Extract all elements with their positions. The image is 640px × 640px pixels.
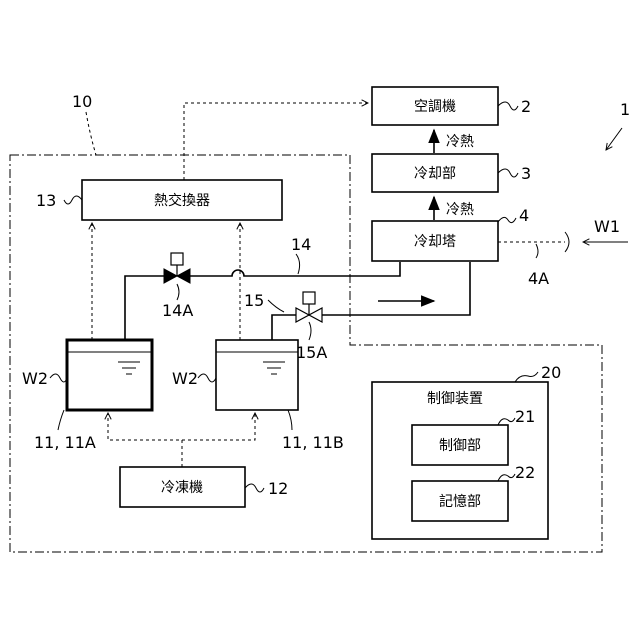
refrigerator-to-tank-right (182, 413, 255, 440)
cold-heat-label-lower: 冷熱 (446, 202, 474, 218)
valve-14a (164, 253, 190, 283)
valve-15a-leader (309, 322, 311, 340)
tank-11b-w2-leader (198, 374, 216, 382)
control-unit-label: 制御部 (439, 438, 481, 454)
heat-exchanger-label: 熱交換器 (154, 192, 210, 209)
heat-exchanger-leader (64, 196, 82, 204)
tank-11a-leader (58, 410, 64, 430)
tank-11b-w2-label: W2 (172, 369, 198, 388)
valve-15a-label: 15A (296, 343, 327, 362)
valve-14a-label: 14A (162, 301, 193, 320)
cooling-unit-leader (498, 169, 518, 177)
air-conditioner-leader (498, 102, 518, 110)
air-conditioner-label: 空調機 (414, 99, 456, 115)
cooling-unit-label: 冷却部 (414, 166, 456, 182)
tank-11a (67, 340, 152, 410)
storage-unit-ref: 22 (515, 463, 535, 482)
tank-11a-w2-label: W2 (22, 369, 48, 388)
refrigerator-ref: 12 (268, 479, 288, 498)
pipe-15-leader (268, 300, 284, 312)
system-arrow (606, 128, 622, 150)
cooling-tower-ref: 4 (519, 206, 529, 225)
tank-11a-ref: 11, 11A (34, 433, 96, 452)
refrigerator-to-tanks (108, 413, 182, 467)
w1-label: W1 (594, 217, 620, 236)
pipe-15-label: 15 (244, 291, 264, 310)
hx-to-ac-line (184, 103, 368, 180)
pipe-14-label: 14 (291, 235, 311, 254)
tank-11a-w2-leader (50, 374, 67, 382)
refrigerator-label: 冷凍機 (161, 480, 203, 496)
control-device-label: 制御装置 (427, 391, 483, 407)
refrigerator-leader (245, 484, 264, 492)
control-device-ref: 20 (541, 363, 561, 382)
tank-11b (216, 340, 298, 410)
control-unit-ref: 21 (515, 407, 535, 426)
cooling-tower-label: 冷却塔 (414, 234, 456, 250)
plant-leader (86, 112, 96, 155)
system-label: 1 (620, 100, 630, 119)
air-conditioner-ref: 2 (521, 97, 531, 116)
tank-11b-ref: 11, 11B (282, 433, 344, 452)
cooling-tower-leader (498, 217, 516, 222)
w1-break (565, 232, 569, 252)
pipe-14-leader (296, 254, 300, 274)
valve-14a-leader (177, 284, 179, 300)
tank-11b-leader (288, 410, 292, 430)
heat-exchanger-ref: 13 (36, 191, 56, 210)
control-device-leader (515, 372, 538, 382)
feed-4a-label: 4A (528, 269, 549, 288)
valve-15a (296, 292, 322, 322)
pipe-15 (272, 262, 470, 340)
feed-4a-leader (536, 244, 538, 258)
cold-heat-label-upper: 冷熱 (446, 134, 474, 150)
plant-label: 10 (72, 92, 92, 111)
storage-unit-label: 記憶部 (439, 493, 481, 510)
cooling-unit-ref: 3 (521, 164, 531, 183)
